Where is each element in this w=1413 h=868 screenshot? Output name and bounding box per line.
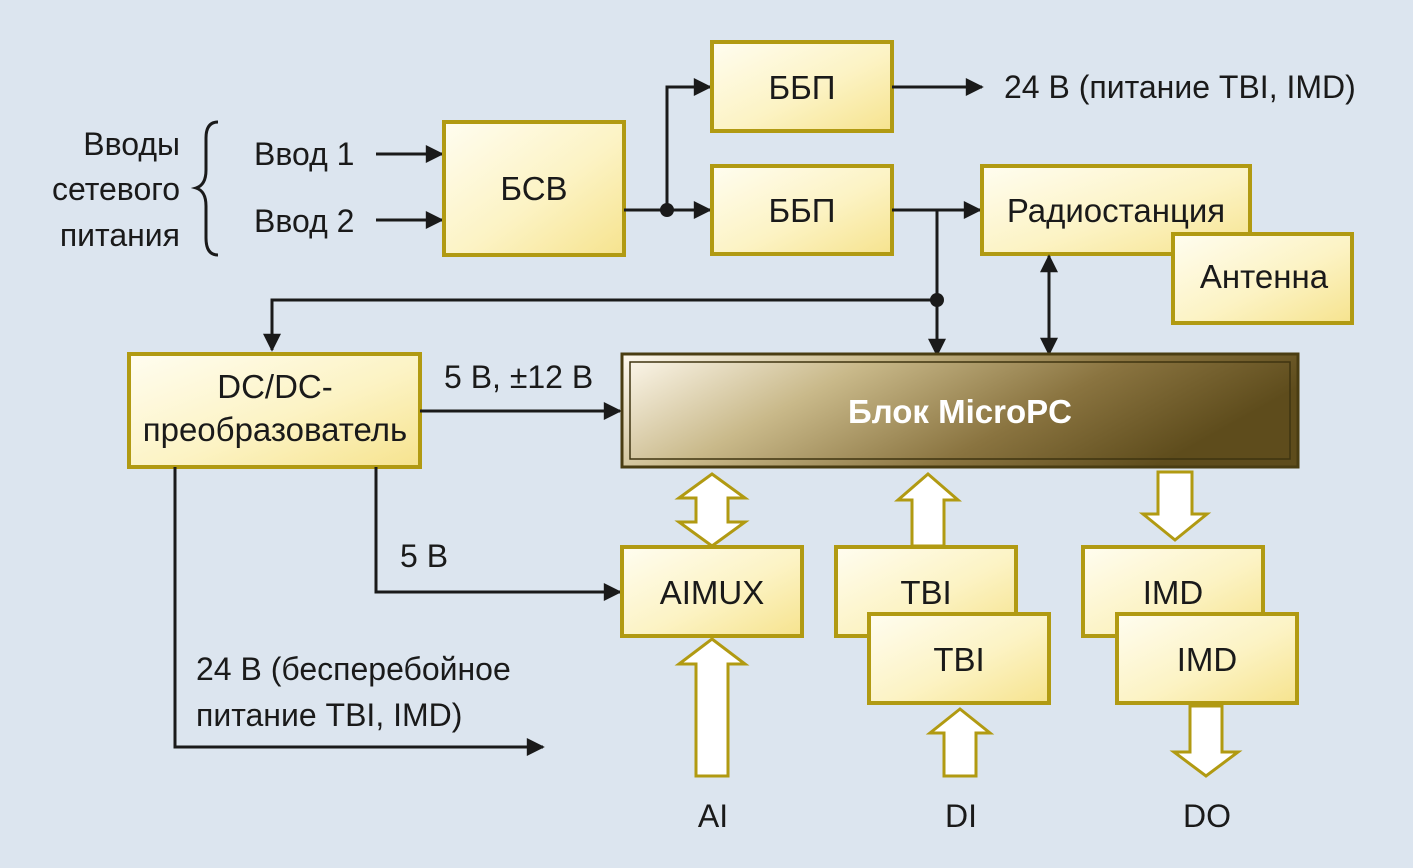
micropc-inner-border — [629, 361, 1291, 460]
bsv-label: БСВ — [500, 170, 567, 207]
inputs-label-line-2: сетевого — [52, 171, 180, 207]
radio-label: Радиостанция — [1007, 192, 1225, 229]
imd-back-label: IMD — [1143, 574, 1204, 611]
tbi-back-label: TBI — [900, 574, 951, 611]
ups-output-wire — [173, 467, 545, 756]
aimux-micropc-double-arrow — [674, 472, 750, 548]
tbi-front-label: TBI — [933, 641, 984, 678]
micropc-to-imd-arrow — [1138, 470, 1212, 542]
inputs-group-label: Вводы сетевого питания — [52, 126, 180, 253]
di-label: DI — [945, 798, 977, 834]
junction-dot — [660, 203, 674, 217]
ups-label-line-1: 24 В (бесперебойное — [196, 651, 511, 687]
input-1-label: Ввод 1 — [254, 136, 354, 172]
aimux-box — [620, 545, 804, 638]
junction-dot-2 — [930, 293, 944, 307]
do-label: DO — [1183, 798, 1231, 834]
imd-front-box — [1115, 612, 1299, 705]
input-2-label: Ввод 2 — [254, 203, 354, 239]
dcdc-to-aimux-wire — [374, 467, 622, 601]
tbi-front-box — [867, 612, 1051, 705]
imd-to-do-arrow — [1169, 704, 1243, 778]
dcdc-box — [127, 352, 422, 469]
micropc-label: Блок MicroPC — [848, 393, 1072, 430]
curly-brace — [190, 120, 219, 257]
aimux-label: AIMUX — [660, 574, 765, 611]
out-24v-label: 24 В (питание TBI, IMD) — [1004, 69, 1356, 105]
aimux-power-label: 5 В — [400, 538, 448, 574]
dcdc-label-line-2: преобразователь — [143, 411, 408, 448]
bbp-top-box — [710, 40, 894, 133]
dcdc-output-label: 5 В, ±12 В — [444, 359, 593, 395]
inputs-label-line-1: Вводы — [83, 126, 180, 162]
antenna-box — [1171, 232, 1354, 325]
imd-front-label: IMD — [1177, 641, 1238, 678]
micropc-box — [620, 352, 1300, 469]
ai-to-aimux-arrow — [674, 637, 750, 778]
bsv-to-bbp-top-wire — [665, 78, 712, 210]
ai-label: AI — [698, 798, 728, 834]
ups-label-line-2: питание TBI, IMD) — [196, 697, 462, 733]
bbp-top-label: ББП — [768, 69, 835, 106]
inputs-label-line-3: питания — [60, 217, 180, 253]
di-to-tbi-arrow — [925, 707, 995, 778]
bbp-bottom-label: ББП — [768, 192, 835, 229]
bbp-bottom-box — [710, 164, 894, 256]
dcdc-label-line-1: DC/DC- — [217, 368, 332, 405]
antenna-label: Антенна — [1200, 258, 1329, 295]
bbp-to-dcdc-wire — [263, 298, 937, 352]
tbi-to-micropc-arrow — [893, 472, 963, 548]
bsv-box — [442, 120, 626, 257]
